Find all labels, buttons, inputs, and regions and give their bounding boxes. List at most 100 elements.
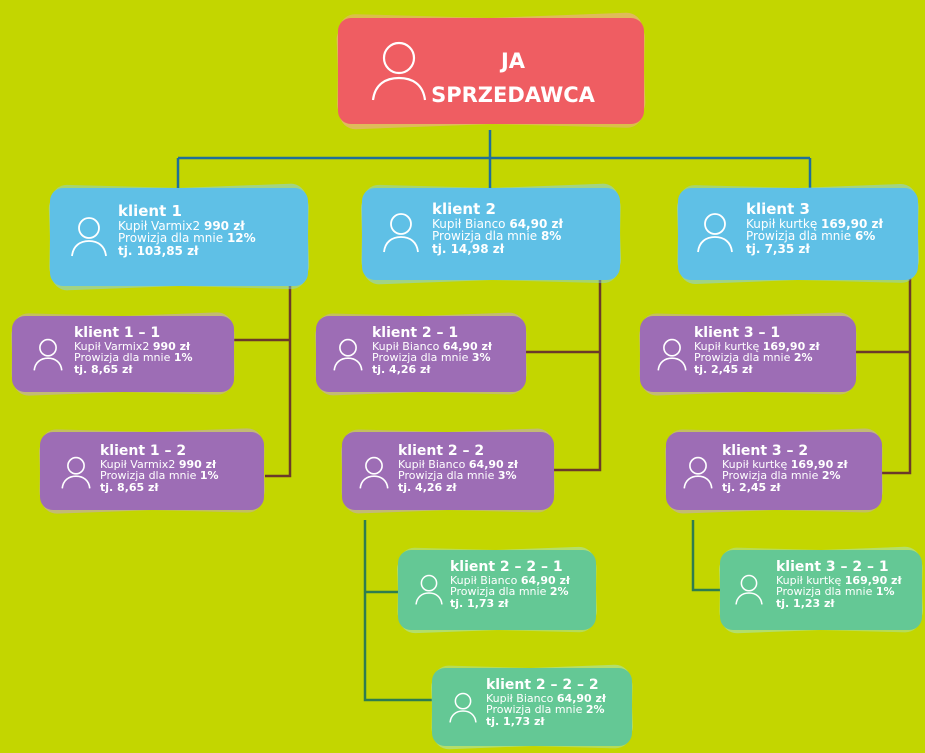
bought-price: 64,90 zł (509, 216, 563, 231)
commission-text: Prowizja dla mnie (694, 351, 794, 365)
bought-text: Kupił Bianco (372, 339, 443, 353)
node-title: klient 2 – 2 – 1 (450, 559, 563, 575)
bought-text: Kupił kurtkę (722, 457, 791, 471)
bought-price: 990 zł (203, 218, 245, 233)
bought-text: Kupił Varmix2 (100, 457, 179, 471)
commission-text: Prowizja dla mnie (118, 231, 227, 246)
person-outline-icon (61, 456, 91, 489)
commission-pct: 1% (875, 585, 895, 599)
commission-text: Prowizja dla mnie (776, 585, 876, 599)
person-outline-icon (697, 213, 733, 253)
commission-pct: 2% (549, 585, 569, 599)
commission-pct: 1% (199, 469, 219, 483)
commission-total: tj. 7,35 zł (746, 241, 810, 256)
commission-pct: 3% (471, 351, 491, 365)
commission-text: Prowizja dla mnie (432, 229, 541, 244)
bought-price: 64,90 zł (556, 691, 606, 705)
bought-price: 169,90 zł (762, 339, 820, 353)
bought-price: 990 zł (178, 457, 217, 471)
bought-text: Kupił Bianco (486, 691, 557, 705)
bought-text: Kupił kurtkę (776, 573, 845, 587)
commission-text: Prowizja dla mnie (450, 585, 550, 599)
person-outline-icon (333, 338, 363, 371)
node-title: klient 3 – 2 – 1 (776, 559, 889, 575)
connector-k2-branch (525, 275, 602, 472)
commission-pct: 2% (821, 469, 841, 483)
commission-pct: 2% (585, 703, 605, 717)
bought-price: 64,90 zł (442, 339, 492, 353)
person-outline-icon (371, 41, 427, 101)
node-title: klient 3 – 2 (722, 443, 809, 459)
node-title: klient 2 (432, 200, 496, 218)
root-title-line2: SPRZEDAWCA (431, 83, 595, 108)
node-klient-1-1: klient 1 – 1 Kupił Varmix2 990 zł Prowiz… (10, 311, 236, 397)
commission-total: tj. 8,65 zł (74, 362, 133, 376)
node-klient-3: klient 3 Kupił kurtkę 169,90 zł Prowizja… (676, 183, 920, 285)
bought-text: Kupił Bianco (450, 573, 521, 587)
connector-root-to-clients (176, 130, 812, 188)
bought-text: Kupił Varmix2 (118, 218, 204, 233)
connector-k32-branch (691, 520, 725, 592)
root-node: JA SPRZEDAWCA (336, 12, 646, 130)
commission-total: tj. 1,73 zł (486, 714, 545, 728)
bought-price: 64,90 zł (520, 573, 570, 587)
person-outline-icon (383, 213, 419, 253)
bought-price: 64,90 zł (468, 457, 518, 471)
node-klient-2-2-1: klient 2 – 2 – 1 Kupił Bianco 64,90 zł P… (396, 546, 598, 634)
bought-price: 169,90 zł (844, 573, 902, 587)
commission-total: tj. 2,45 zł (694, 362, 753, 376)
commission-total: tj. 1,23 zł (776, 596, 835, 610)
commission-pct: 8% (540, 229, 562, 244)
commission-total: tj. 4,26 zł (372, 362, 431, 376)
node-klient-3-1: klient 3 – 1 Kupił kurtkę 169,90 zł Prow… (638, 311, 858, 397)
commission-text: Prowizja dla mnie (372, 351, 472, 365)
commission-total: tj. 103,85 zł (118, 243, 199, 258)
node-klient-3-2: klient 3 – 2 Kupił kurtkę 169,90 zł Prow… (664, 427, 884, 515)
bought-text: Kupił Bianco (398, 457, 469, 471)
commission-total: tj. 8,65 zł (100, 480, 159, 494)
bought-text: Kupił kurtkę (746, 216, 822, 231)
node-title: klient 2 – 2 (398, 443, 485, 459)
bought-price: 990 zł (152, 339, 191, 353)
person-outline-icon (657, 338, 687, 371)
bought-price: 169,90 zł (790, 457, 848, 471)
person-outline-icon (683, 456, 713, 489)
person-outline-icon (359, 456, 389, 489)
node-title: klient 3 – 1 (694, 325, 781, 341)
bought-text: Kupił Varmix2 (74, 339, 153, 353)
commission-text: Prowizja dla mnie (486, 703, 586, 717)
bought-text: Kupił kurtkę (694, 339, 763, 353)
node-klient-2-2-2: klient 2 – 2 – 2 Kupił Bianco 64,90 zł P… (430, 664, 634, 750)
node-klient-2: klient 2 Kupił Bianco 64,90 zł Prowizja … (360, 183, 622, 285)
commission-pct: 12% (226, 231, 256, 246)
commission-pct: 6% (854, 229, 876, 244)
node-title: klient 1 (118, 202, 182, 220)
node-klient-1-2: klient 1 – 2 Kupił Varmix2 990 zł Prowiz… (38, 427, 266, 515)
person-outline-icon (33, 338, 63, 371)
commission-total: tj. 1,73 zł (450, 596, 509, 610)
node-klient-2-2: klient 2 – 2 Kupił Bianco 64,90 zł Prowi… (340, 427, 556, 515)
bought-text: Kupił Bianco (432, 216, 510, 231)
commission-total: tj. 14,98 zł (432, 241, 505, 256)
node-title: klient 3 (746, 200, 810, 218)
node-title: klient 2 – 1 (372, 325, 459, 341)
commission-total: tj. 4,26 zł (398, 480, 457, 494)
node-title: klient 2 – 2 – 2 (486, 677, 599, 693)
node-title: klient 1 – 1 (74, 325, 161, 341)
commission-pct: 3% (497, 469, 517, 483)
commission-text: Prowizja dla mnie (746, 229, 855, 244)
connector-k1-branch (232, 280, 292, 478)
root-title-line1: JA (500, 49, 526, 73)
commission-total: tj. 2,45 zł (722, 480, 781, 494)
commission-pct: 2% (793, 351, 813, 365)
person-outline-icon (415, 574, 443, 605)
commission-text: Prowizja dla mnie (74, 351, 174, 365)
person-outline-icon (735, 574, 763, 605)
node-klient-2-1: klient 2 – 1 Kupił Bianco 64,90 zł Prowi… (314, 311, 528, 397)
person-outline-icon (71, 217, 107, 257)
connector-k3-branch (855, 275, 912, 475)
commission-text: Prowizja dla mnie (722, 469, 822, 483)
commission-text: Prowizja dla mnie (100, 469, 200, 483)
